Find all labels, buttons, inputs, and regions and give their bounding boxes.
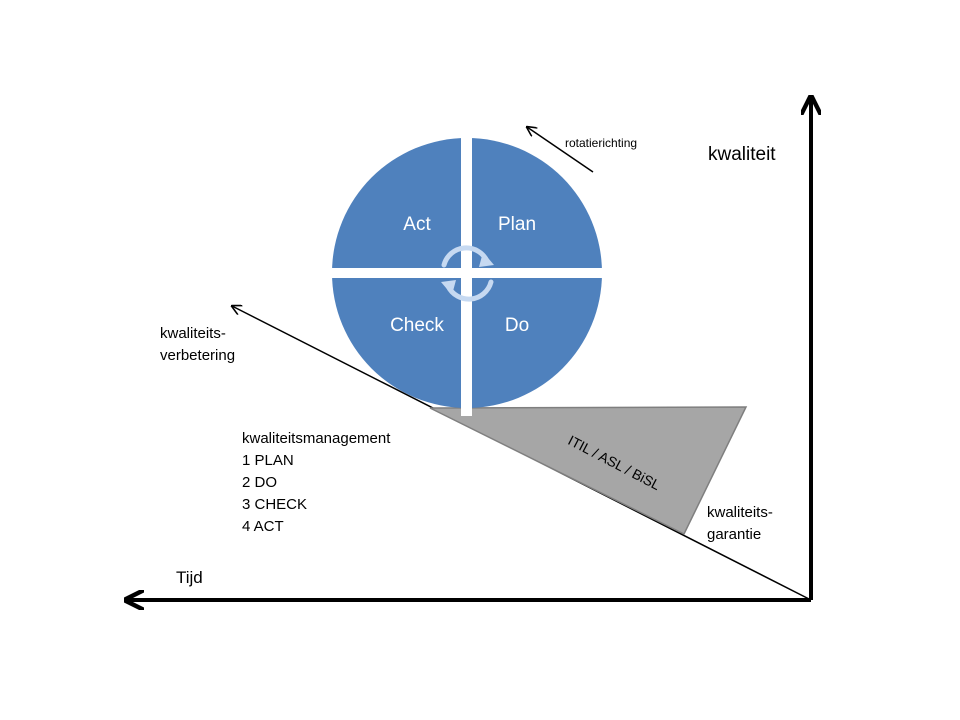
pdca-circle: Act Plan Check Do — [325, 130, 610, 416]
quality-axis-label: kwaliteit — [708, 144, 776, 165]
quadrant-check-label: Check — [390, 315, 444, 336]
rotate-cycle-icon — [441, 245, 494, 302]
management-list-item: 1 PLAN — [242, 452, 294, 469]
guarantee-label-line1: kwaliteits- — [707, 504, 773, 521]
time-axis-label: Tijd — [176, 568, 203, 587]
improvement-label-line2: verbetering — [160, 347, 235, 364]
management-list: kwaliteitsmanagement 1 PLAN 2 DO 3 CHECK… — [242, 430, 391, 535]
rotation-direction-label: rotatierichting — [565, 136, 637, 150]
improvement-label-line1: kwaliteits- — [160, 325, 226, 342]
guarantee-label-line2: garantie — [707, 526, 761, 543]
quality-guarantee-wedge — [429, 406, 748, 536]
quadrant-act-label: Act — [403, 214, 431, 235]
circle-divider-horizontal — [325, 268, 610, 278]
quadrant-plan-label: Plan — [498, 214, 536, 235]
management-list-title: kwaliteitsmanagement — [242, 430, 391, 447]
management-list-item: 2 DO — [242, 474, 277, 491]
rotation-direction-arrow — [527, 127, 594, 173]
quadrant-do-label: Do — [505, 315, 529, 336]
management-list-item: 3 CHECK — [242, 496, 307, 513]
management-list-item: 4 ACT — [242, 518, 284, 535]
